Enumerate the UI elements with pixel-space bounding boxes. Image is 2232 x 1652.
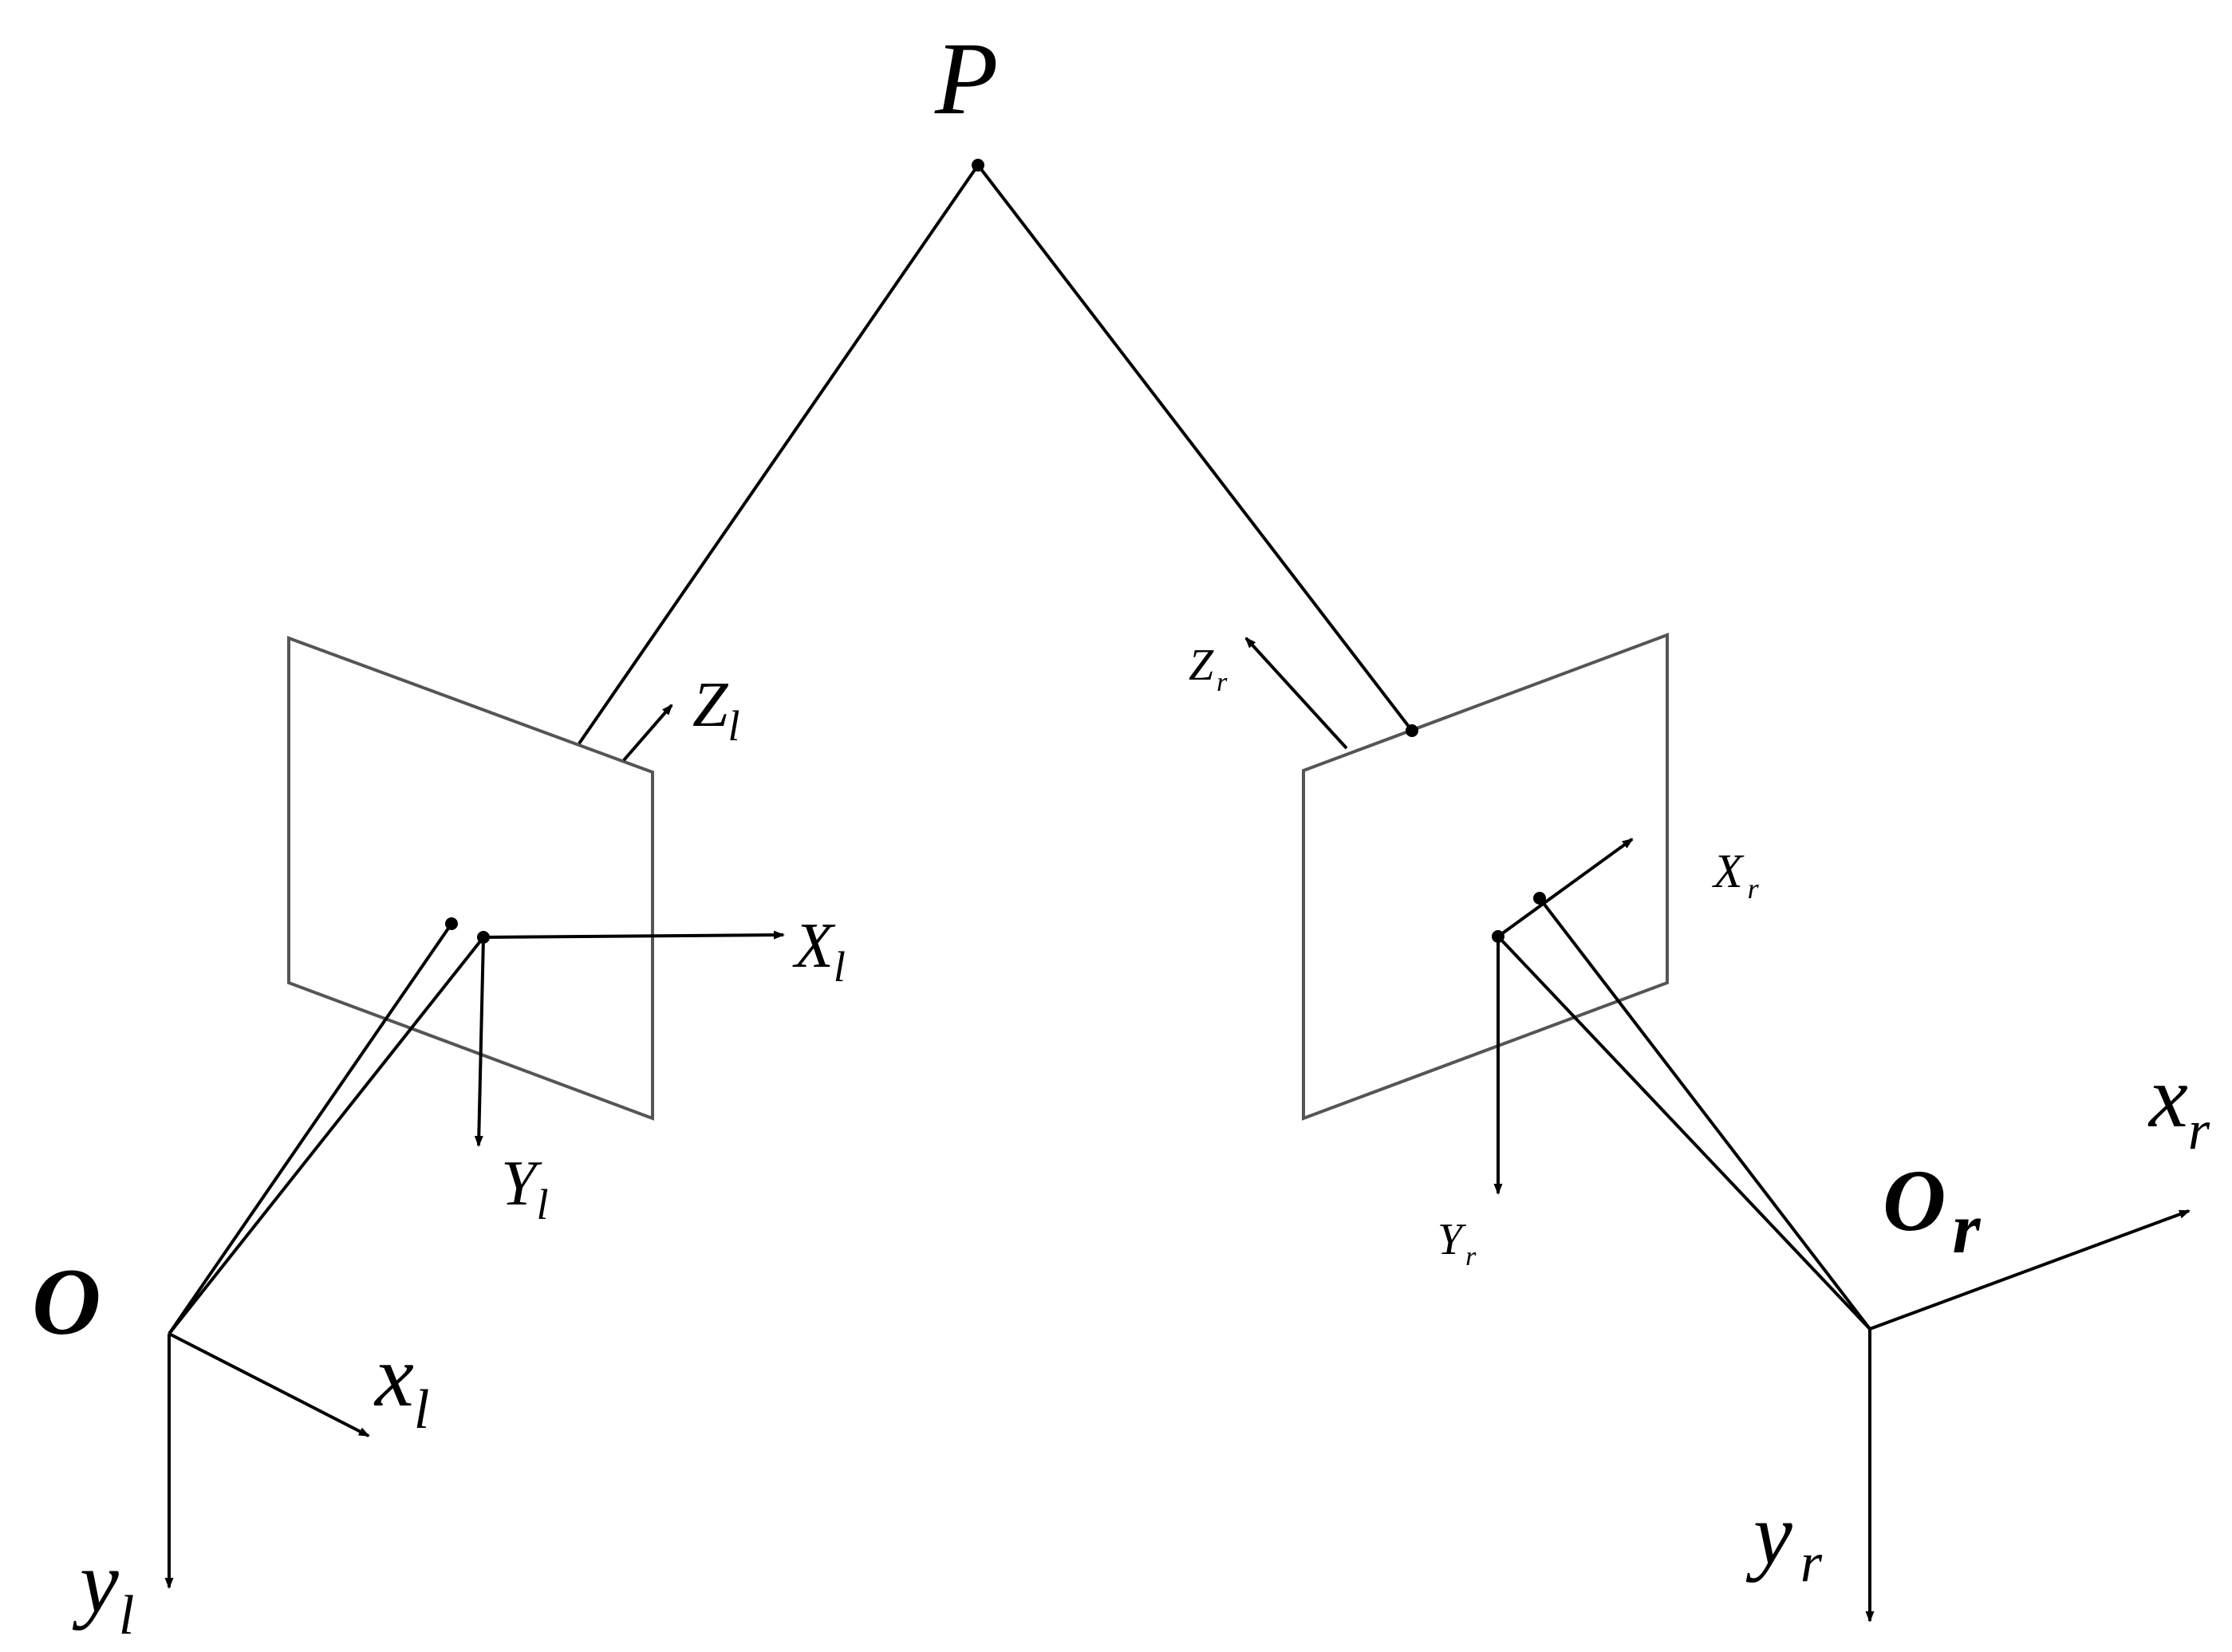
label-xl: xl [373,1327,429,1441]
right-image-plane [1302,633,1669,1121]
left-image-plane [287,636,654,1121]
ray-p-right [976,164,1414,732]
label-yl: yl [72,1533,134,1646]
point-left-projection-1 [445,917,458,930]
ray-right-1 [1497,935,1871,1331]
axis-Xl-arrow [483,930,785,940]
axis-Zr-arrow [1244,637,1348,750]
label-Xl: Xl [792,911,846,991]
point-right-projection-1 [1492,930,1504,943]
ray-p-left [578,164,980,745]
axis-xl-arrow [168,1332,370,1437]
label-O: O [32,1248,101,1354]
label-P: P [934,22,998,136]
ray-left-2 [168,936,485,1335]
axis-Zl-arrow [622,704,673,762]
ray-right-2 [1538,897,1871,1331]
label-Zl: Zl [692,670,740,750]
point-P [972,159,984,172]
ray-left-1 [168,922,453,1335]
point-right-projection-2 [1533,892,1546,905]
axis-xr-arrow [1869,1209,2191,1331]
label-xr: xr [2147,1048,2210,1161]
point-left-projection-2 [477,931,490,944]
point-right-plane-intersection [1406,724,1418,737]
axis-Yl-arrow [474,936,485,1147]
label-Or: Or [1883,1152,1981,1268]
axis-Xr-arrow [1497,838,1634,938]
label-Yl: Yl [501,1149,549,1228]
